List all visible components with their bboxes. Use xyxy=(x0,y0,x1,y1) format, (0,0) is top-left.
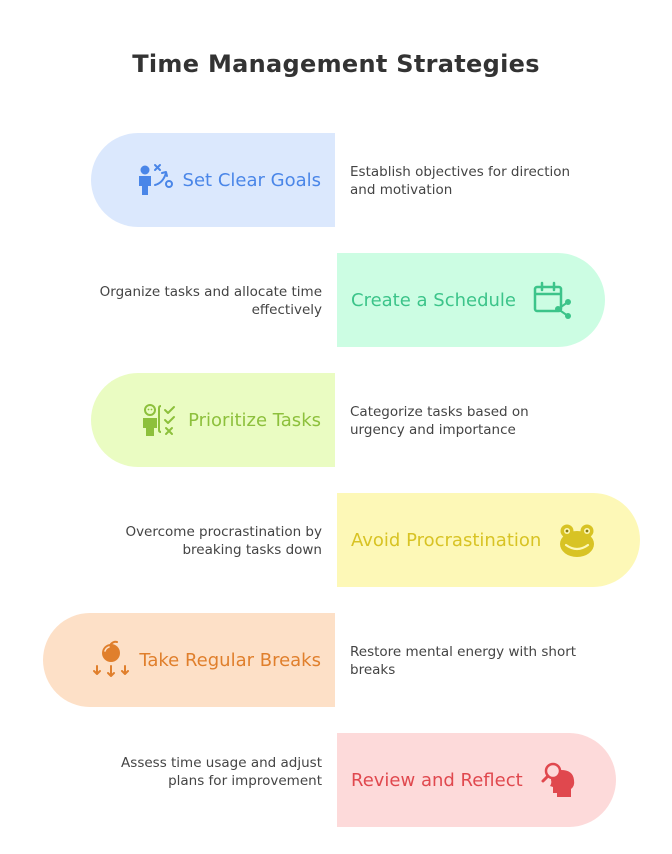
step-label: Take Regular Breaks xyxy=(139,649,321,671)
step-description: Assess time usage and adjust plans for i… xyxy=(121,755,322,789)
step-description: Restore mental energy with short breaks xyxy=(350,644,577,678)
step-avoid-procrastination: Avoid Procrastination xyxy=(337,493,640,587)
calendar-share-icon xyxy=(533,281,571,319)
step-set-clear-goals: Set Clear Goals xyxy=(91,133,335,227)
goal-strategy-icon xyxy=(138,164,173,195)
step-description: Overcome procrastination by breaking tas… xyxy=(125,524,322,558)
frog-icon xyxy=(560,524,595,557)
step-description: Categorize tasks based on urgency and im… xyxy=(350,404,529,438)
apple-arrows-icon xyxy=(93,640,130,677)
step-review-and-reflect: Review and Reflect xyxy=(337,733,616,827)
page-title: Time Management Strategies xyxy=(132,50,540,78)
person-checklist-icon xyxy=(143,404,176,436)
step-description: Establish objectives for direction and m… xyxy=(350,164,571,198)
step-description: Organize tasks and allocate time effecti… xyxy=(99,284,322,318)
head-search-icon xyxy=(541,762,574,797)
step-prioritize-tasks: Prioritize Tasks xyxy=(91,373,335,467)
step-create-a-schedule: Create a Schedule xyxy=(337,253,605,347)
step-label: Set Clear Goals xyxy=(182,169,321,191)
step-label: Review and Reflect xyxy=(351,769,523,791)
step-label: Create a Schedule xyxy=(351,289,516,311)
step-label: Prioritize Tasks xyxy=(188,409,321,431)
step-take-regular-breaks: Take Regular Breaks xyxy=(43,613,335,707)
step-label: Avoid Procrastination xyxy=(351,529,542,551)
